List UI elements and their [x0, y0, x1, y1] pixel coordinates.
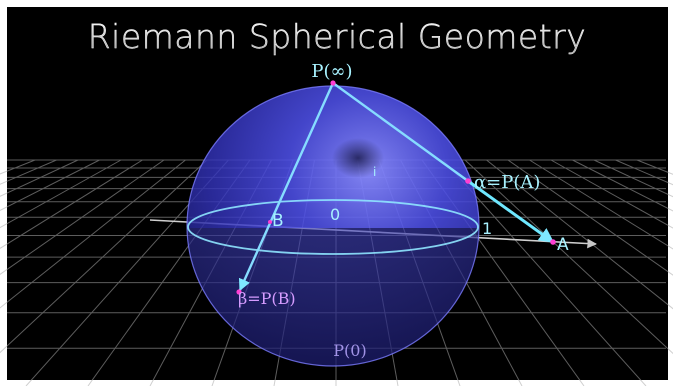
- grid-line: [550, 159, 673, 229]
- equator: [187, 199, 479, 255]
- point-infinity: [330, 80, 336, 86]
- label-alpha: α=P(A): [474, 172, 540, 193]
- grid-line: [0, 159, 165, 276]
- point-b: [268, 220, 272, 224]
- grid-line: [486, 159, 673, 310]
- label-point-a: A: [557, 235, 569, 255]
- point-beta: [236, 289, 242, 295]
- grid-line: [529, 159, 673, 250]
- point-alpha: [465, 178, 471, 184]
- label-origin: 0: [330, 205, 340, 224]
- grid-line: [0, 159, 100, 212]
- grid-line: [507, 159, 673, 276]
- grid-line: [464, 159, 673, 355]
- label-zero-proj: P(0): [333, 341, 366, 360]
- projection-line-a-extension: [467, 179, 555, 244]
- grid-line: [572, 159, 673, 212]
- pole-shadow: [332, 138, 384, 178]
- title: Riemann Spherical Geometry: [88, 17, 587, 56]
- projection-line-b: [238, 82, 335, 292]
- grid-line: [0, 159, 186, 309]
- projection-line-a: [332, 82, 469, 182]
- sphere-outline: [186, 85, 480, 367]
- grid-line: [0, 159, 122, 229]
- grid-line: [0, 159, 208, 354]
- label-infinity: P(∞): [311, 61, 352, 82]
- grid-line: [0, 159, 143, 249]
- label-point-b: B: [272, 211, 284, 231]
- label-beta: β=P(B): [238, 289, 296, 308]
- sphere-lower-hemisphere: [187, 228, 479, 366]
- point-a: [550, 239, 556, 245]
- label-imag: i: [373, 165, 376, 179]
- label-one: 1: [482, 219, 492, 238]
